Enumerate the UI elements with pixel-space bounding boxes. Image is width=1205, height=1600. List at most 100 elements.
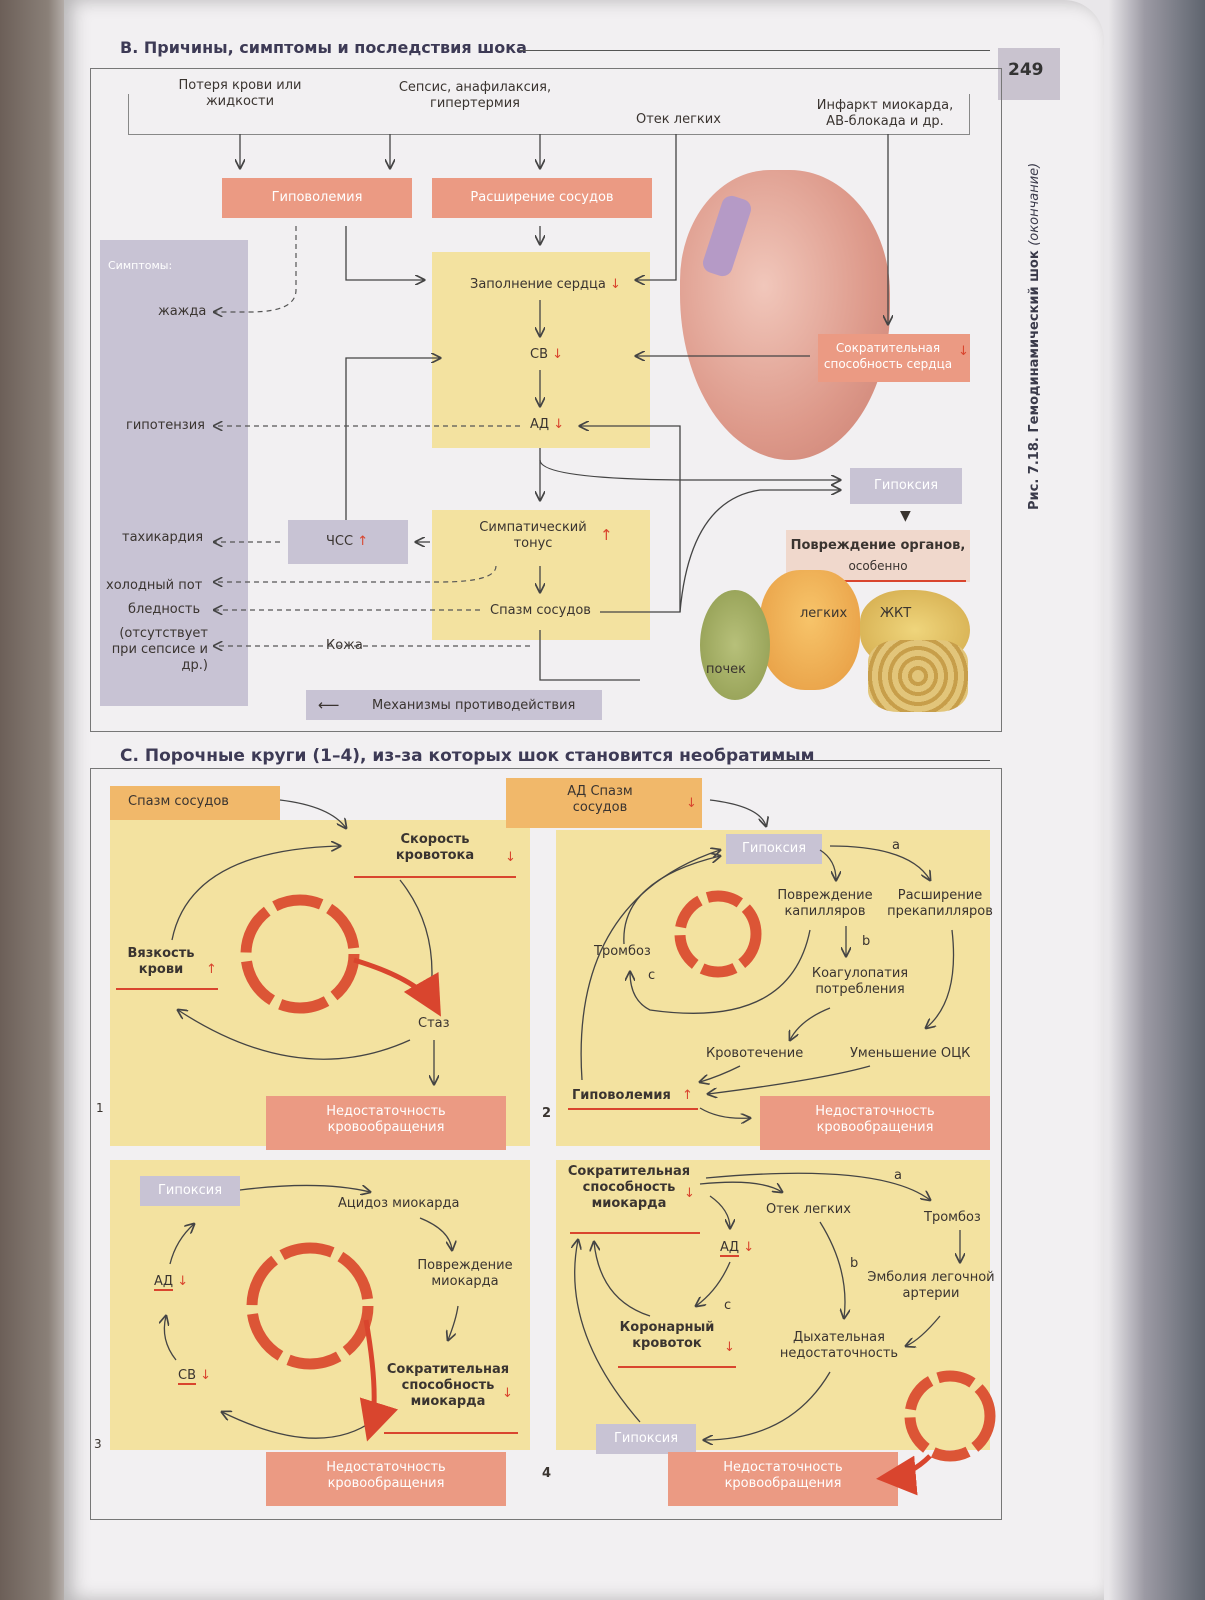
symptom-hypotension: гипотензия	[126, 418, 205, 433]
arrow-hypo-filling	[345, 226, 424, 280]
c4-arrow-hyp-contr	[575, 1240, 641, 1423]
c2-coag-label: Коагулопатия потребления	[811, 966, 909, 997]
c3-arrow-hyp-acid	[239, 1185, 370, 1192]
section-b-title-rule	[520, 50, 990, 51]
c1-arrow-visc-flow	[171, 846, 340, 941]
vasodilation-box	[432, 178, 652, 218]
triangle-down-icon: ▼	[900, 508, 911, 524]
c2-bleeding-label: Кровотечение	[706, 1046, 804, 1061]
lungs-label: легких	[800, 606, 848, 621]
c3-hypoxia-label: Гипоксия	[157, 1183, 223, 1198]
c4-arrow-contr-bp	[709, 1195, 730, 1228]
c1-arrow-spasm-flow	[279, 799, 346, 828]
cause-blood-loss: Потеря крови или жидкости	[178, 78, 302, 109]
co-label: СВ ↓	[530, 347, 563, 363]
cause-sepsis: Сепсис, анафилаксия, гипертермия	[398, 80, 552, 111]
lungs-illustration	[760, 570, 860, 690]
c1-number: 1	[96, 1101, 104, 1115]
c2-thrombosis-label: Тромбоз	[594, 944, 651, 959]
c3-arrow-contr-co	[222, 1412, 375, 1439]
kidney-illustration	[700, 590, 770, 700]
hr-label: ЧСС ↑	[326, 534, 368, 550]
c4-cycle-ring	[904, 1370, 996, 1462]
page-number: 249	[1008, 60, 1044, 80]
c3-panel	[110, 1160, 530, 1450]
dash-hypo-thirst	[214, 226, 297, 312]
arrow-spasm-bp	[580, 426, 681, 613]
symptom-pallor-note: (отсутствует при сепсисе и др.)	[111, 626, 208, 673]
down-arrow-icon: ↓	[553, 417, 565, 432]
c2-cap-damage-label: Повреждение капилляров	[777, 888, 873, 919]
arrow-spasm-down	[539, 630, 640, 681]
symptoms-label: Симптомы:	[108, 259, 173, 272]
down-arrow-icon: ↓	[177, 1274, 189, 1289]
symptom-tachycardia: тахикардия	[122, 530, 204, 545]
hemodynamics-block	[432, 252, 650, 448]
symptom-thirst: жажда	[158, 304, 207, 319]
c4-contractility-rule	[570, 1232, 700, 1234]
c3-bp-text: АД	[154, 1274, 174, 1291]
up-arrow-icon: ↑	[682, 1088, 693, 1103]
c3-cycle-ring	[246, 1242, 374, 1370]
c4-bp-text: АД	[720, 1240, 740, 1257]
c2-arrow-hyp-cap	[819, 849, 836, 880]
organ-damage-rule	[800, 580, 966, 582]
down-arrow-icon: ↓	[958, 344, 969, 359]
arrow-hr-co	[345, 358, 440, 520]
c1-flow-rule	[354, 876, 516, 878]
c2-arrow-hyp-precap	[829, 845, 930, 880]
c3-contractility-rule	[384, 1432, 518, 1434]
hypoxia-box	[850, 468, 962, 504]
c4-c-label: c	[724, 1298, 732, 1313]
filling-label: Заполнение сердца ↓	[470, 277, 621, 293]
c1-arrow-stasis-visc	[178, 1010, 411, 1060]
hypovolemia-label: Гиповолемия	[271, 190, 363, 205]
sympathetic-block	[432, 510, 650, 640]
c3-bp-label: АД ↓	[154, 1274, 189, 1291]
counter-legend-box	[306, 690, 602, 720]
down-arrow-icon: ↓	[505, 850, 516, 865]
c2-top-label: АД Спазм сосудов	[567, 784, 633, 815]
contractility-label: Сократительная способность сердца	[823, 341, 953, 371]
down-arrow-icon: ↓	[684, 1186, 695, 1201]
sympathetic-label: Симпатический тонус	[479, 520, 587, 551]
c1-panel	[110, 820, 530, 1146]
c2-c-label: c	[648, 968, 656, 983]
c4-arrow-emb-resp	[906, 1315, 941, 1346]
c2-failure-box	[760, 1096, 990, 1150]
intestine-illustration	[868, 640, 968, 712]
skin-label: Кожа	[326, 638, 363, 653]
c4-arrow-coronary-contr	[594, 1242, 651, 1317]
organ-damage-label: Повреждение органов,	[790, 538, 966, 553]
c1-failure-label: Недостаточность кровообращения	[326, 1104, 446, 1135]
c3-co-text: СВ	[178, 1368, 196, 1385]
c4-a-label: a	[894, 1168, 902, 1183]
c3-acidosis-label: Ацидоз миокарда	[338, 1196, 460, 1211]
up-arrow-icon: ↑	[206, 962, 217, 977]
c2-hypoxia-label: Гипоксия	[741, 841, 807, 856]
down-arrow-icon: ↓	[724, 1340, 735, 1355]
c3-damage-label: Повреждение миокарда	[417, 1258, 513, 1289]
arrow-edema-filling	[636, 134, 677, 280]
c4-hypoxia-box	[596, 1424, 696, 1454]
c2-arrow-cap-thromb	[630, 929, 811, 1014]
c3-co-label: СВ ↓	[178, 1368, 211, 1385]
contractility-box	[818, 334, 970, 382]
filling-text: Заполнение сердца	[470, 277, 606, 292]
c4-arrow-edema-resp	[819, 1221, 845, 1318]
c4-arrow-bp-coronary	[696, 1261, 731, 1306]
c2-arrow-top-hypoxia	[709, 799, 766, 826]
down-arrow-icon: ↓	[609, 277, 621, 292]
hr-box	[288, 520, 408, 564]
page-number-tab	[998, 48, 1060, 100]
c3-failure-box	[266, 1452, 506, 1506]
c4-arrow-contr-edema	[699, 1181, 782, 1192]
c2-hypoxia-box	[726, 834, 822, 864]
c3-cycle-exit-arrow	[359, 1319, 399, 1442]
c3-failure-label: Недостаточность кровообращения	[326, 1460, 446, 1491]
c2-failure-label: Недостаточность кровообращения	[815, 1104, 935, 1135]
c4-number: 4	[542, 1466, 552, 1481]
c3-hypoxia-box	[140, 1176, 240, 1206]
down-arrow-icon: ↓	[743, 1240, 755, 1255]
